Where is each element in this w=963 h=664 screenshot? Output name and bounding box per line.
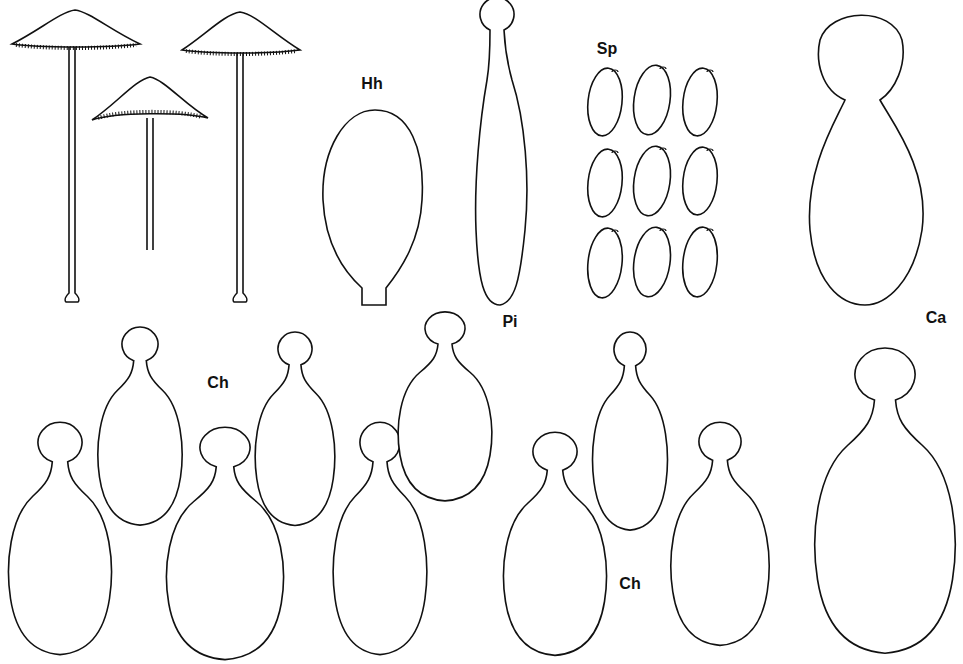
figure-label: Hh bbox=[361, 76, 382, 92]
figure-label: Ch bbox=[207, 375, 228, 391]
mushrooms bbox=[12, 10, 300, 302]
figure-label: Ch bbox=[619, 576, 640, 592]
spores bbox=[584, 63, 720, 300]
figure-label: Sp bbox=[597, 41, 617, 57]
figure-label: Ca bbox=[926, 310, 946, 326]
cells bbox=[9, 0, 956, 660]
figure-label: Pi bbox=[502, 314, 517, 330]
